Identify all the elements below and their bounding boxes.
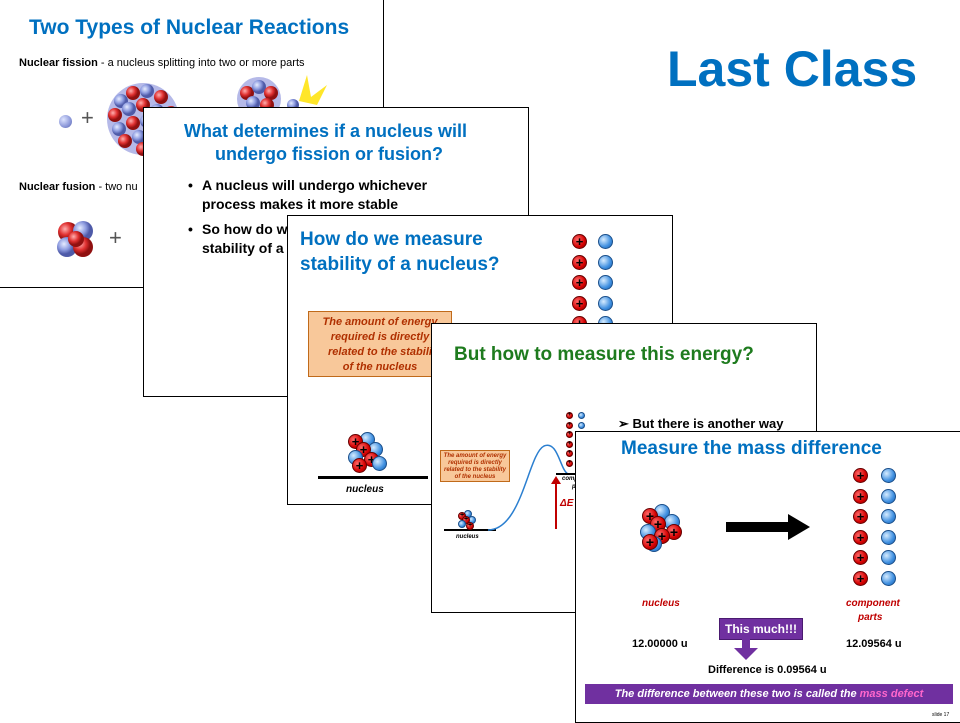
slide4-title: But how to measure this energy? [454,344,754,365]
bullet-symbol: • [188,221,193,237]
box-line: required is directly [448,460,502,466]
arrow-right-icon [726,514,810,540]
neutron-icon [881,509,896,524]
fission-burst-icon [237,75,327,111]
proton-icon: + [572,234,587,249]
slide3-title-line1: How do we measure [300,229,483,250]
proton-icon: + [566,450,573,457]
proton-icon: + [566,431,573,438]
slide2-title-line2: undergo fission or fusion? [215,144,443,164]
plus-sign: + [81,105,94,130]
arrow-down-icon [734,638,758,660]
proton-icon: + [566,421,573,429]
neutron-icon [881,570,896,586]
energy-stability-box-small: The amount of energy required is directl… [440,450,510,482]
small-nucleus-cluster: +++ [458,510,478,530]
proton-icon: + [566,440,573,448]
mass-defect-banner: The difference between these two is call… [585,684,953,704]
fusion-plus-sign: + [109,225,122,250]
slide-number: slide 17 [932,712,950,718]
proton-icon: + [566,459,573,467]
neutron-icon [598,295,613,311]
box-line: The amount of energy [322,316,438,328]
proton-icon: + [352,458,367,473]
proton-icon: + [853,488,868,504]
parts-label: parts [858,612,883,623]
proton-icon: + [642,534,658,550]
box-line: related to the stabili [328,346,432,358]
energy-stability-box: The amount of energy required is directl… [308,311,452,377]
proton-icon: + [853,468,868,483]
delta-e-label: ΔE [560,498,574,509]
ground-line [318,476,428,479]
banner-text: The difference between these two is call… [614,688,860,700]
proton-icon: + [853,509,868,524]
neutron-icon [372,456,387,471]
slide4-bullet: ➢ But there is another way [618,416,784,431]
slide2-bullet1-line1: A nucleus will undergo whichever [202,177,428,193]
slide1-title: Two Types of Nuclear Reactions [29,16,350,39]
box-line: related to the stability [443,467,506,473]
box-line: The amount of energy [443,453,507,459]
neutron-icon [598,254,613,270]
slide2-title-line1: What determines if a nucleus will [184,121,468,141]
box-line: of the nucleus [342,361,418,373]
component-label: component [846,598,900,609]
fusion-desc: - two nu [95,181,138,193]
slide3-title-line2: stability of a nucleus? [300,254,500,275]
neutron-icon [598,234,613,249]
proton-icon: + [853,570,868,586]
fission-term: Nuclear fission [19,57,98,69]
proton-icon: + [566,412,573,419]
fusion-definition: Nuclear fusion - two nu [19,181,138,193]
neutron-icon [881,468,896,483]
nucleus-label: nucleus [346,484,384,495]
neutron-icon [578,412,585,419]
proton-icon: + [572,295,587,311]
proton-icon: + [572,275,587,290]
slide2-bullet2-line2: stability of a [202,240,284,256]
proton-icon: + [666,524,682,540]
mass-defect-term: mass defect [859,688,924,700]
energy-curve [444,444,592,531]
box-line: required is directly [330,331,430,343]
bullet-symbol: • [188,177,193,193]
slide2-bullet2-line1: So how do w [202,221,288,237]
box-line: of the nucleus [454,474,496,480]
nucleus-label: nucleus [642,598,680,609]
neutron-icon [881,529,896,545]
component-label-fragment: compon [562,476,586,482]
proton-icon: + [853,550,868,565]
fusion-term: Nuclear fusion [19,181,96,193]
nucleus-cluster: ++++ [348,432,388,473]
difference-value: Difference is 0.09564 u [708,664,827,676]
nucleus-mass: 12.00000 u [632,638,688,650]
this-much-callout: This much!!! [719,618,803,640]
page-title: Last Class [667,41,918,97]
neutron-icon [458,520,466,528]
parts-mass: 12.09564 u [846,638,902,650]
neutron-icon [881,488,896,504]
neutron-icon [578,421,585,429]
slide-measure-mass-difference: Measure the mass difference + + + + + nucleu… [575,431,960,723]
slide2-bullet1-line2: process makes it more stable [202,196,399,212]
neutron-ball [59,115,72,128]
neutron-icon [881,550,896,565]
light-nucleus-icon [57,221,93,257]
proton-icon: + [466,522,474,530]
fission-definition: Nuclear fission - a nucleus splitting in… [19,57,305,69]
proton-icon: + [572,254,587,270]
neutron-icon [598,275,613,290]
nucleus-cluster: +++++ [640,504,690,554]
small-nucleus-label: nucleus [456,534,479,540]
proton-icon: + [853,529,868,545]
fission-desc: - a nucleus splitting into two or more p… [97,57,305,69]
slide5-title: Measure the mass difference [621,438,882,459]
